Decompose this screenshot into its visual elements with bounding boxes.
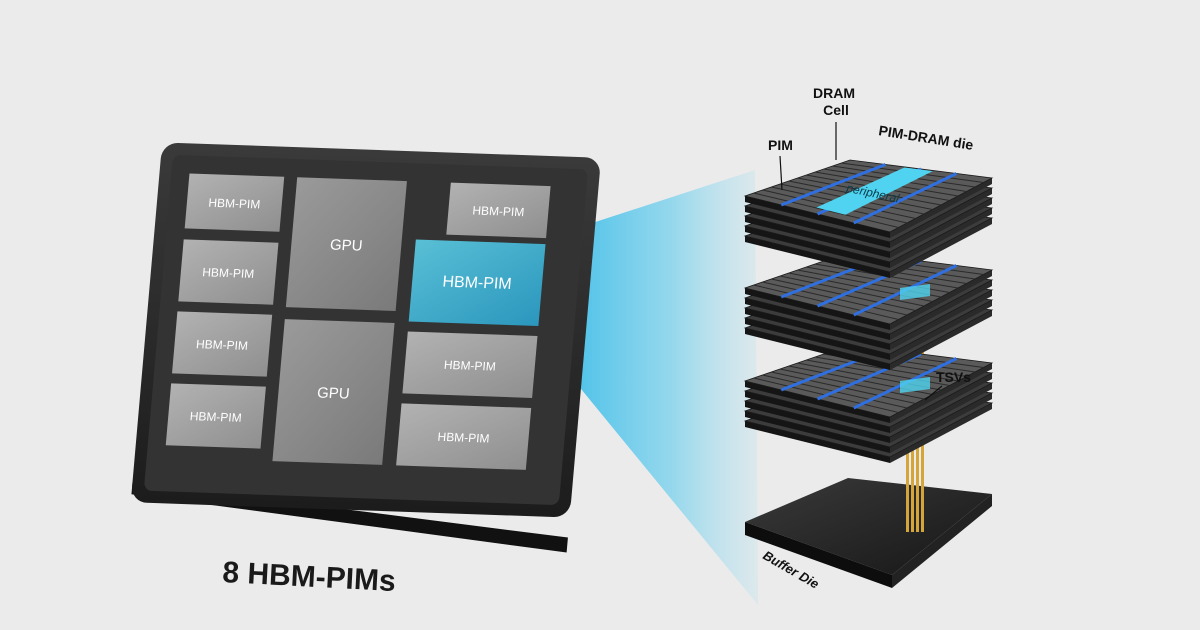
leader-pim bbox=[779, 155, 783, 191]
hbm-pim-module bbox=[184, 173, 285, 232]
hbm-pim-module bbox=[402, 331, 538, 398]
memory-stack: peripheral bbox=[743, 159, 994, 588]
buffer-die-side-right bbox=[892, 494, 992, 588]
tsv-window bbox=[900, 377, 930, 393]
hbm-pim-label: HBM-PIM bbox=[195, 337, 248, 353]
die-edge-right bbox=[890, 310, 992, 370]
die-edge-right bbox=[890, 208, 992, 268]
die-edge-right bbox=[890, 393, 992, 453]
die-edge bbox=[745, 298, 890, 340]
leader-tsvs bbox=[924, 385, 943, 401]
die-edge bbox=[745, 226, 890, 268]
die-edge bbox=[745, 318, 890, 360]
die-edge-right bbox=[890, 290, 992, 350]
die-edge-right bbox=[890, 373, 992, 433]
hbm-pim-label: HBM-PIM bbox=[472, 203, 525, 219]
gpu-die bbox=[272, 319, 395, 465]
label-pim: PIM bbox=[768, 137, 793, 153]
hbm-pim-label: HBM-PIM bbox=[208, 196, 261, 212]
gpu-die bbox=[285, 177, 407, 311]
buffer-die bbox=[745, 478, 992, 575]
die-edge bbox=[745, 381, 890, 423]
die-edge-right bbox=[890, 178, 992, 238]
hbm-pim-module bbox=[396, 403, 532, 470]
die-edge-right bbox=[890, 280, 992, 340]
die-edge bbox=[745, 391, 890, 433]
die-edge-right bbox=[890, 270, 992, 330]
die-edge-right bbox=[890, 188, 992, 248]
hbm-pim-label: HBM-PIM bbox=[202, 265, 255, 281]
hbm-pim-module bbox=[165, 383, 266, 449]
die-edge bbox=[745, 421, 890, 463]
hbm-pim-label: HBM-PIM bbox=[442, 274, 513, 293]
die-edge bbox=[745, 236, 890, 278]
die-edge bbox=[745, 206, 890, 248]
hbm-pim-module bbox=[178, 239, 279, 305]
die-edge-right bbox=[890, 383, 992, 443]
label-tsvs: TSVs bbox=[936, 369, 971, 385]
hbm-pim-module-highlighted bbox=[408, 239, 546, 327]
die-edge bbox=[745, 196, 890, 238]
hbm-pim-module bbox=[446, 182, 551, 239]
hbm-pim-label: HBM-PIM bbox=[437, 430, 490, 446]
tsv-window bbox=[900, 284, 930, 300]
peripheral-strip bbox=[816, 167, 933, 215]
hbm-pim-label: HBM-PIM bbox=[443, 358, 496, 374]
die-edge bbox=[745, 401, 890, 443]
die-edge bbox=[745, 216, 890, 258]
buffer-die-side bbox=[745, 522, 892, 588]
gpu-label: GPU bbox=[329, 237, 363, 255]
zoom-beam bbox=[540, 170, 758, 605]
die-edge-right bbox=[890, 198, 992, 258]
gpu-label: GPU bbox=[316, 384, 350, 402]
die-edge-right bbox=[890, 300, 992, 360]
die-edge-right bbox=[890, 403, 992, 463]
hbm-pim-module bbox=[172, 311, 273, 377]
pim-unit-row bbox=[853, 172, 958, 225]
die-edge bbox=[745, 288, 890, 330]
die-edge-right bbox=[890, 363, 992, 423]
label-pim-dram-die: PIM-DRAM die bbox=[878, 122, 975, 153]
pim-unit-row bbox=[780, 163, 887, 207]
die-edge bbox=[745, 308, 890, 350]
die-edge bbox=[745, 328, 890, 370]
die-edge bbox=[745, 411, 890, 453]
label-dram-cell: DRAM Cell bbox=[813, 85, 859, 118]
hbm-pim-label: HBM-PIM bbox=[189, 409, 242, 425]
chip-package: GPU GPU HBM-PIM HBM-PIM HBM-PIM HBM-PIM HBM-PI… bbox=[131, 142, 600, 553]
die-edge-right bbox=[890, 218, 992, 278]
package-caption: 8 HBM-PIMs bbox=[222, 556, 397, 598]
